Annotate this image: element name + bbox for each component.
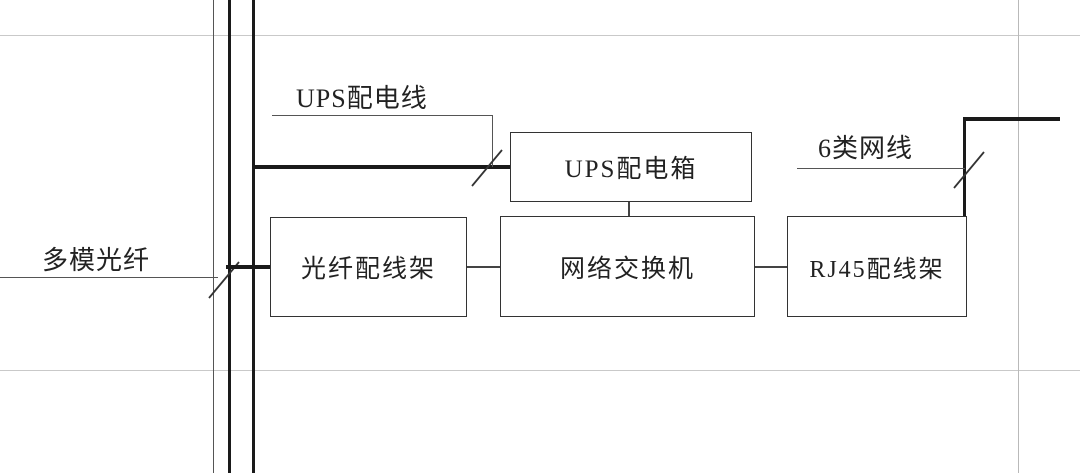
cat6-cable-run-horizontal <box>963 117 1060 121</box>
label-ups-power-cable: UPS配电线 <box>296 84 428 113</box>
cat6-cable-run-vertical <box>963 117 967 218</box>
ups-power-cable-leader-vertical <box>492 115 494 167</box>
ups-cable-slash-marker-icon <box>468 146 508 190</box>
box-ups-distribution-box[interactable]: UPS配电箱 <box>510 132 752 202</box>
box-label-fiber-patch-panel: 光纤配线架 <box>300 256 436 283</box>
grid-line-horizontal-bottom <box>0 370 1080 372</box>
connector-fiber-panel-to-switch <box>466 266 501 268</box>
ups-power-cable-run <box>252 165 514 169</box>
box-label-ups-distribution-box: UPS配电箱 <box>564 156 698 183</box>
box-network-switch[interactable]: 网络交换机 <box>500 216 755 317</box>
grid-line-horizontal-top <box>0 35 1080 37</box>
box-rj45-patch-panel[interactable]: RJ45配线架 <box>787 216 967 317</box>
cat6-cable-leader-line <box>797 168 965 170</box>
ups-power-cable-leader-horizontal <box>272 115 493 117</box>
grid-line-vertical-right <box>1018 0 1020 473</box>
box-fiber-patch-panel[interactable]: 光纤配线架 <box>270 217 467 317</box>
multimode-fiber-leader-line <box>0 277 218 279</box>
connector-ups-box-to-switch <box>628 201 630 217</box>
multimode-fiber-cable-run <box>226 265 272 269</box>
wall-line-thick-right <box>252 0 255 473</box>
box-label-network-switch: 网络交换机 <box>559 255 695 283</box>
label-multimode-fiber: 多模光纤 <box>42 246 151 275</box>
box-label-rj45-patch-panel: RJ45配线架 <box>809 257 945 283</box>
cat6-cable-slash-marker-icon <box>950 148 990 192</box>
label-cat6-cable: 6类网线 <box>818 134 914 163</box>
connector-switch-to-rj45-panel <box>754 266 788 268</box>
wall-line-thick-inner <box>228 0 232 473</box>
wall-line-thin-outer <box>213 0 215 473</box>
